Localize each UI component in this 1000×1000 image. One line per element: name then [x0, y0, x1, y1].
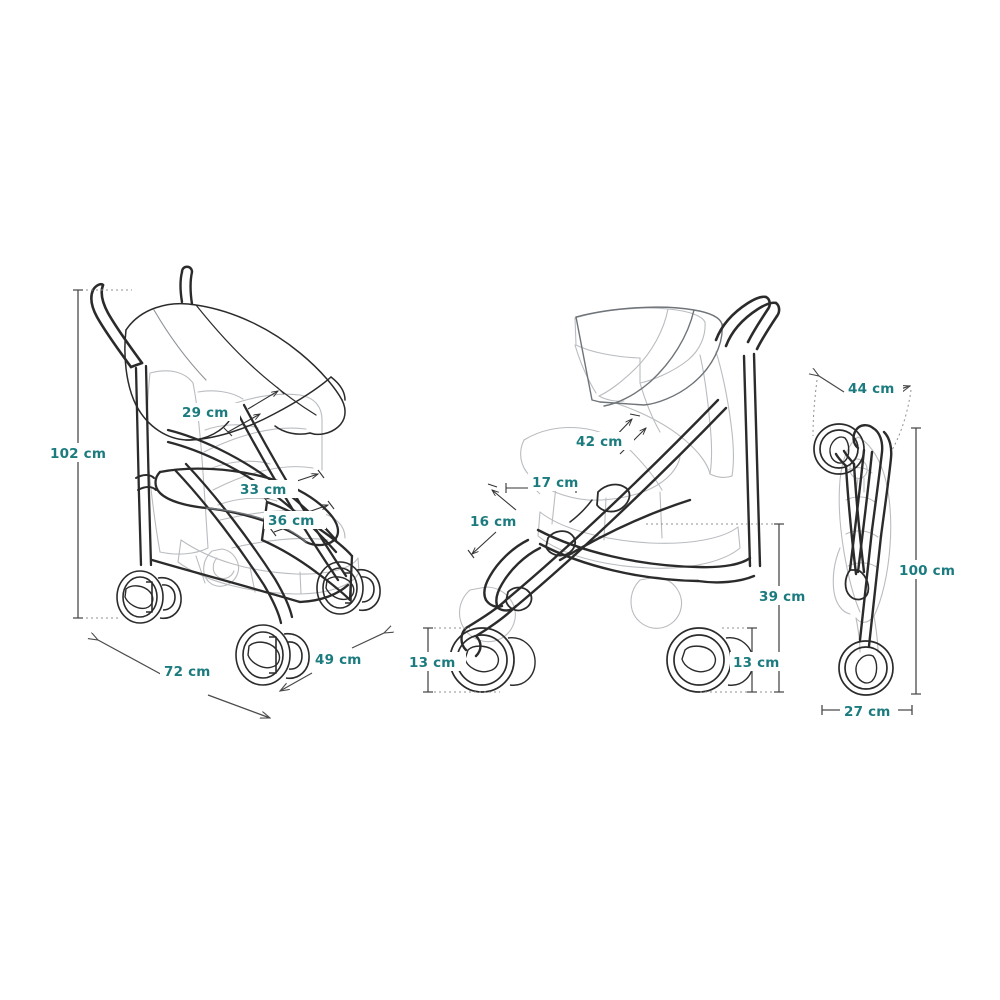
dimension-label-44cm: 44 cm	[848, 381, 895, 397]
frame-view2	[460, 352, 762, 658]
dimension-label-49cm: 49 cm	[315, 652, 362, 668]
dimension-seat-height: 39 cm	[646, 523, 816, 693]
dimension-folded-depth: 44 cm	[813, 376, 912, 451]
dimension-seat-back-height: 42 cm	[572, 413, 646, 455]
dimension-footrest-length: 16 cm	[466, 483, 528, 559]
dimension-label-72cm: 72 cm	[164, 664, 211, 680]
dimension-footrest: 36 cm	[264, 500, 335, 537]
dimension-backrest: 29 cm	[178, 386, 285, 437]
dimension-label-39cm-seat-height: 39 cm	[759, 589, 806, 605]
dimension-label-16cm: 16 cm	[470, 514, 517, 530]
handle-view2	[714, 295, 781, 351]
dimension-label-27cm: 27 cm	[844, 704, 891, 720]
view-front-three-quarter: 102 cm 29 cm 33 cm 36 cm	[46, 265, 384, 718]
dimension-folded-width: 27 cm	[821, 701, 913, 720]
view-side: 42 cm 17 cm 16 cm 39 cm	[406, 295, 816, 693]
dimension-label-42cm: 42 cm	[576, 434, 623, 450]
dimension-label-33cm: 33 cm	[240, 482, 287, 498]
canopy-view2	[575, 306, 723, 407]
wheels-view3	[813, 423, 894, 696]
dimension-width-total: 49 cm	[280, 633, 384, 691]
canopy-view1	[124, 265, 346, 441]
dimension-height-total: 102 cm	[46, 289, 132, 619]
dimension-label-13cm-rear: 13 cm	[733, 655, 780, 671]
dimension-folded-height: 100 cm	[896, 427, 964, 695]
dimension-label-17cm: 17 cm	[532, 475, 579, 491]
dimension-label-102cm: 102 cm	[50, 446, 106, 462]
wheels-view1	[116, 561, 381, 686]
dimension-length-total: 72 cm	[98, 640, 270, 718]
dimension-label-13cm-front: 13 cm	[409, 655, 456, 671]
dimension-front-wheel: 13 cm	[406, 627, 500, 693]
dimension-rear-wheel: 13 cm	[722, 627, 790, 693]
dimension-label-36cm: 36 cm	[268, 513, 315, 529]
dimension-label-100cm: 100 cm	[899, 563, 955, 579]
frame-view1	[134, 364, 354, 625]
dimension-handle-offset: 17 cm	[505, 473, 588, 495]
handle-view1	[90, 282, 144, 369]
dimension-label-29cm: 29 cm	[182, 405, 229, 421]
view-folded: 44 cm 100 cm 27 cm	[813, 376, 964, 720]
dimension-seat-depth: 33 cm	[236, 469, 325, 504]
